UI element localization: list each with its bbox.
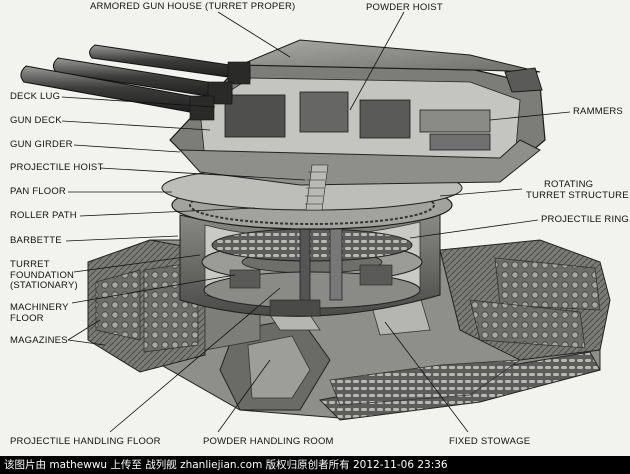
barbette-cylinder: [179, 169, 441, 317]
label-rotating-turret-line1: ROTATING: [544, 179, 594, 190]
label-powder-hoist: POWDER HOIST: [366, 2, 443, 13]
label-turret-foundation: TURRET FOUNDATION (STATIONARY): [10, 259, 78, 292]
label-machinery-floor-line1: MACHINERY: [10, 302, 69, 313]
leader-lines: [61, 11, 571, 433]
label-projectile-ring: PROJECTILE RING: [541, 214, 629, 225]
label-deck-lug: DECK LUG: [10, 91, 61, 102]
label-armored-gun-house: ARMORED GUN HOUSE (TURRET PROPER): [90, 1, 296, 12]
label-powder-handling-room: POWDER HANDLING ROOM: [203, 436, 334, 447]
label-magazines: MAGAZINES: [10, 335, 68, 346]
label-projectile-hoist: PROJECTILE HOIST: [10, 162, 104, 173]
label-machinery-floor-line2: FLOOR: [10, 312, 44, 324]
label-machinery-floor: MACHINERY FLOOR: [10, 302, 69, 324]
label-roller-path: ROLLER PATH: [10, 210, 77, 221]
label-rotating-turret-line2: TURRET STRUCTURE: [526, 189, 629, 201]
label-gun-girder: GUN GIRDER: [10, 139, 73, 150]
label-pan-floor: PAN FLOOR: [10, 186, 66, 197]
watermark-footer: 该图片由 mathewwu 上传至 战列舰 zhanliejian.com 版权…: [0, 456, 630, 474]
label-turret-foundation-line2: FOUNDATION: [10, 269, 75, 281]
label-rotating-turret-structure: ROTATING TURRET STRUCTURE: [526, 179, 629, 201]
gun-house: [169, 39, 546, 211]
label-barbette: BARBETTE: [10, 235, 62, 246]
label-turret-foundation-line3: (STATIONARY): [10, 280, 78, 291]
label-gun-deck: GUN DECK: [10, 115, 62, 126]
label-turret-foundation-line1: TURRET: [10, 259, 50, 270]
label-rammers: RAMMERS: [573, 106, 623, 117]
label-fixed-stowage: FIXED STOWAGE: [449, 436, 531, 447]
label-projectile-handling-floor: PROJECTILE HANDLING FLOOR: [10, 436, 161, 447]
